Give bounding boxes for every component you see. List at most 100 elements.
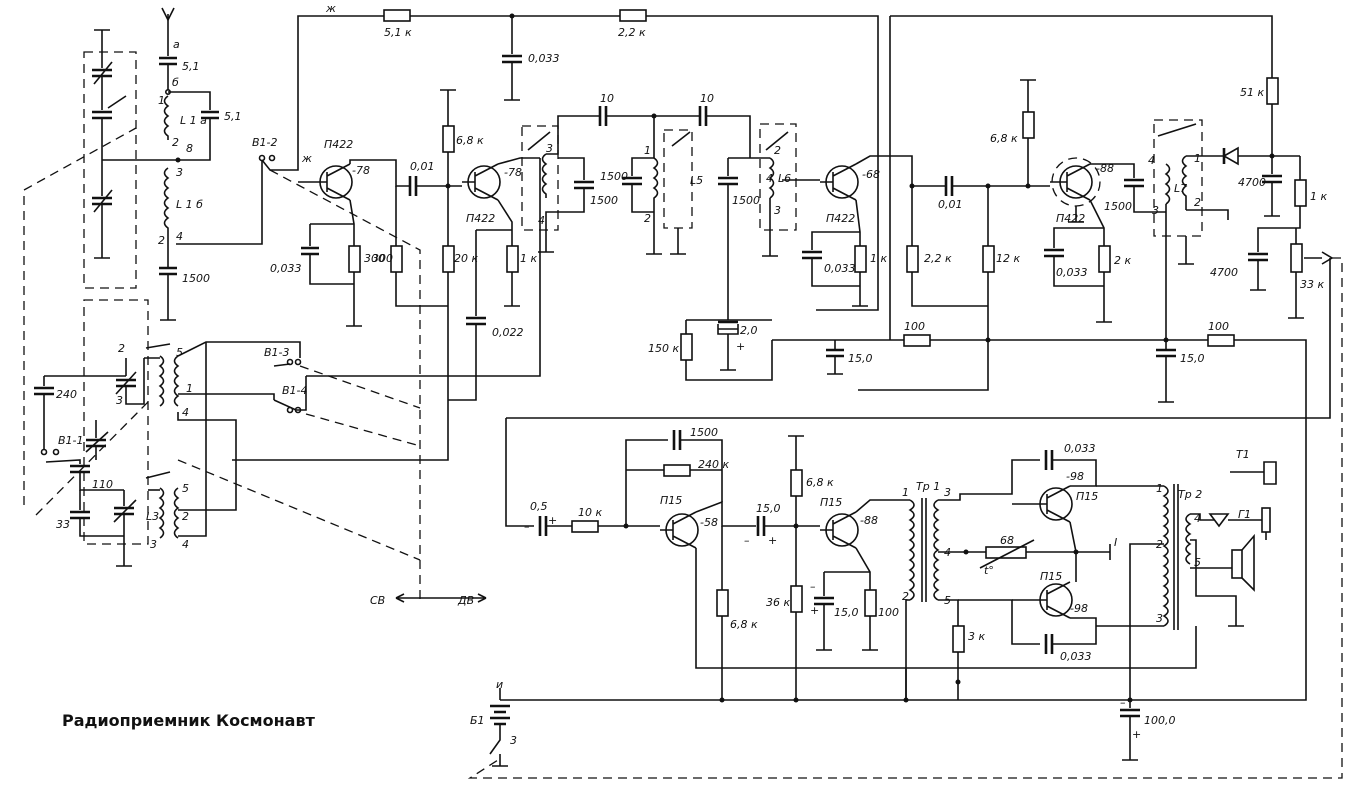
capacitor-c1500d <box>718 176 738 186</box>
resistor-r1kb-label: 1 к <box>870 252 887 265</box>
switch-b1-3-label: В1-3 <box>264 346 290 359</box>
capacitor-c0033e-label: 0,033 <box>1060 650 1092 663</box>
diode <box>1222 146 1239 166</box>
capacitor-c20-label: 2,0 <box>740 324 758 337</box>
transistor-q5: П15 -58 <box>660 494 718 549</box>
coil-l2-primary <box>158 355 165 407</box>
resistor-r240k <box>663 464 691 477</box>
transistor-q4: П422 -88 <box>1050 157 1114 225</box>
capacitor-c05-label: 0,5 <box>530 500 548 513</box>
capacitor-c240-label: 240 <box>56 388 77 401</box>
pin-label: 3 <box>1156 612 1163 625</box>
capacitor-c150c <box>756 516 766 536</box>
pin-label: 5 <box>1194 556 1201 569</box>
capacitor-c1500f-label: 1500 <box>690 426 718 439</box>
pin-label: 2 <box>118 342 125 355</box>
wire-zh-label-1: ж <box>301 152 312 165</box>
pin-label: 4 <box>176 230 183 243</box>
capacitor-c1500e-label: 1500 <box>1104 200 1132 213</box>
band-arrows: СВ ДВ <box>370 593 487 607</box>
resistor-r68d <box>790 469 803 497</box>
antenna-input-section: а 5,1 б 5,1 L 1 а 1 2 8 L 1 б 3 2 4 1500 <box>23 7 263 516</box>
resistor-r1ka-label: 1 к <box>520 252 537 265</box>
capacitor-ct-label: 0,033 <box>528 52 560 65</box>
pin-label: 3 <box>944 486 951 499</box>
capacitor-c0033e <box>1044 634 1054 654</box>
pin-label: + <box>1132 728 1141 741</box>
resistor-r36k <box>790 585 803 613</box>
resistor-r68b <box>1022 111 1035 139</box>
resistor-rt2 <box>619 9 647 22</box>
capacitor-c0033c-label: 0,033 <box>1056 266 1088 279</box>
resistor-r100c <box>864 589 877 617</box>
antenna-symbol <box>161 7 175 48</box>
thermistor <box>985 546 1027 559</box>
coil-l1a-label: L 1 а <box>180 114 207 127</box>
resistor-r1ka <box>506 245 519 273</box>
phones-plug <box>1261 507 1271 533</box>
resistor-r68c <box>716 589 729 617</box>
transistor-q2: П422 -78 <box>462 163 522 225</box>
capacitor-c150b-label: 15,0 <box>1180 352 1205 365</box>
switch-b1-1-label: В1-1 <box>58 434 84 447</box>
capacitor-c10b <box>698 106 708 126</box>
pin-label: 5 <box>176 346 183 359</box>
capacitor-c110-label: 110 <box>92 478 113 491</box>
pin-label: 8 <box>186 142 193 155</box>
resistor-r1kb <box>854 245 867 273</box>
resistor-r51k <box>1266 77 1279 105</box>
pin-label: 2 <box>1194 196 1201 209</box>
pin-label: 1 <box>1194 152 1201 165</box>
speaker-g1-label: Г1 <box>1238 508 1251 521</box>
switch-b1-2: В1-2 <box>252 15 421 600</box>
resistor-rt1 <box>383 9 411 22</box>
audio-section: 0,5 – + 10 к 1500 240 к П15 -58 6,8 к 15… <box>470 258 1331 767</box>
resistor-r300a <box>348 245 361 273</box>
pin-b-label: б <box>172 76 179 89</box>
capacitor-c0033c <box>1044 248 1064 258</box>
capacitor-c1500f <box>672 430 682 450</box>
phones-t1: Т1 <box>1230 448 1277 485</box>
coil-l5-label: L5 <box>690 174 703 187</box>
pin-label: – <box>524 520 530 533</box>
capacitor-c0033b <box>802 250 822 260</box>
transistor-q5-bias: -58 <box>700 516 718 529</box>
band-switch-section: 240 2 3 5 1 4 В1-3 В1-4 В1-1 <box>34 299 421 567</box>
transistor-q7: П15 -98 <box>1012 470 1098 523</box>
resistor-r68a <box>442 125 455 153</box>
resistor-r10k-label: 10 к <box>578 506 602 519</box>
resistor-r100a <box>903 334 931 347</box>
resistor-r36k-label: 36 к <box>766 596 790 609</box>
wire-zh-label-2: ж <box>325 2 336 15</box>
resistor-r68d-label: 6,8 к <box>806 476 834 489</box>
band-sv-label: СВ <box>370 594 385 607</box>
transistor-q6-bias: -88 <box>860 514 878 527</box>
coil-l1b <box>163 167 170 236</box>
schematic-title: Радиоприемник Космонавт <box>62 711 316 730</box>
pin-label: + <box>768 534 777 547</box>
pin-label: 3 <box>774 204 781 217</box>
resistor-r300b-label: 300 <box>372 252 393 265</box>
pin-label: 3 <box>510 734 517 747</box>
resistor-r12k <box>982 245 995 273</box>
resistor-r22k-label: 2,2 к <box>924 252 952 265</box>
coil-l3-label: L3 <box>146 510 159 523</box>
pin-label: 3 <box>116 394 123 407</box>
if-coil-box-l7 <box>1153 119 1203 237</box>
pin-label: 2 <box>158 234 165 247</box>
capacitor-c33 <box>70 510 90 520</box>
capacitor-c001a-label: 0,01 <box>410 160 435 173</box>
transistor-q8: П15 -98 <box>1012 570 1088 619</box>
transistor-q6: П15 -88 <box>820 496 878 549</box>
capacitor-c4700b-label: 4700 <box>1210 266 1238 279</box>
pin-label: 4 <box>1194 512 1201 525</box>
pin-label: 3 <box>1152 204 1159 217</box>
switch-b1-4-label: В1-4 <box>282 384 308 397</box>
tr2-primary <box>1162 485 1169 627</box>
coil-l2-secondary <box>173 355 180 407</box>
capacitor-c0022-label: 0,022 <box>492 326 524 339</box>
pin-label: – <box>1120 696 1126 709</box>
resistor-r1kc-label: 1 к <box>1310 190 1327 203</box>
transistor-q4-type: П422 <box>1056 212 1085 225</box>
